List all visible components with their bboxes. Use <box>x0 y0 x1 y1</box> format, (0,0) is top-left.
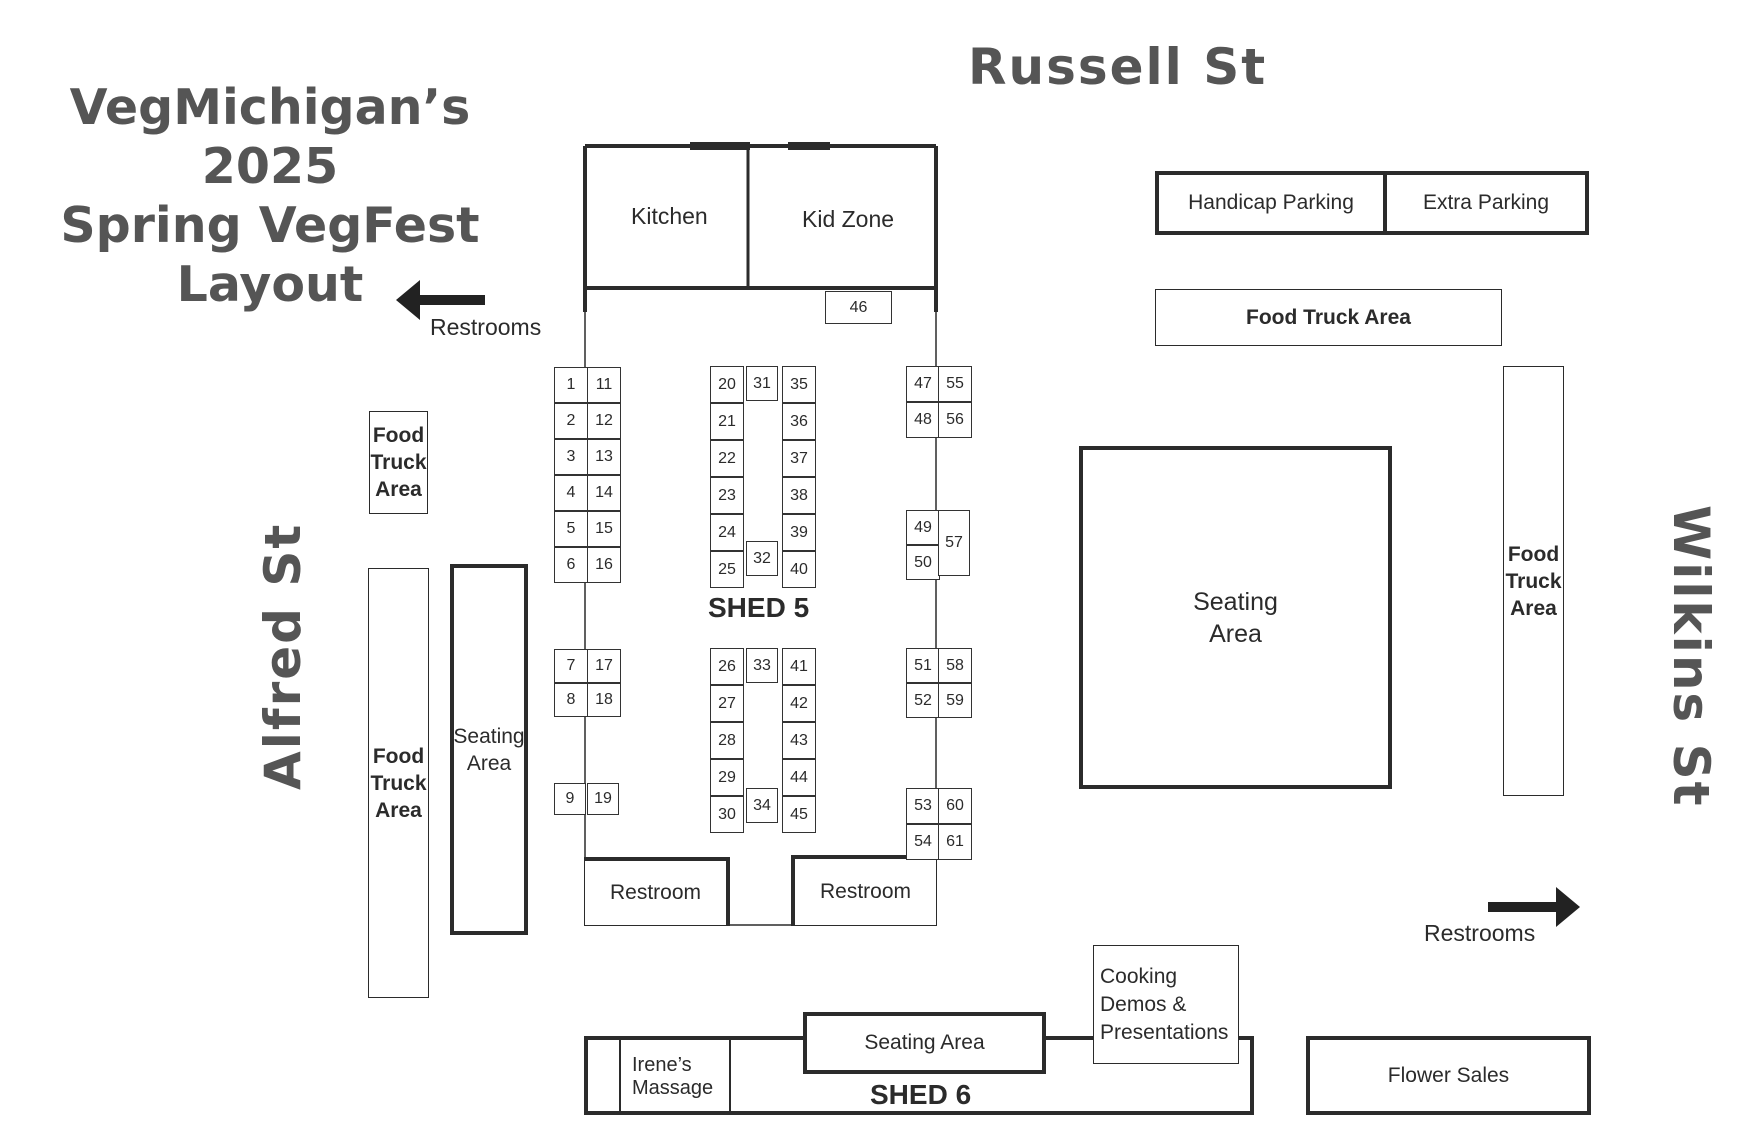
booth-column-51: 51 52 <box>906 648 940 718</box>
booth-21[interactable]: 21 <box>710 403 744 440</box>
booth-4[interactable]: 4 <box>554 475 588 511</box>
booth-28[interactable]: 28 <box>710 722 744 759</box>
food-truck-left-small: Food Truck Area <box>369 411 428 514</box>
booth-40[interactable]: 40 <box>782 551 816 588</box>
booth-53[interactable]: 53 <box>906 788 940 824</box>
map-title: VegMichigan’s 2025 Spring VegFest Layout <box>60 79 480 313</box>
food-truck-left-tall: Food Truck Area <box>368 568 429 998</box>
booth-36[interactable]: 36 <box>782 403 816 440</box>
booth-46[interactable]: 46 <box>825 291 892 324</box>
food-truck-top: Food Truck Area <box>1155 289 1502 346</box>
booth-3[interactable]: 3 <box>554 439 588 475</box>
booth-52[interactable]: 52 <box>906 683 940 718</box>
booth-22[interactable]: 22 <box>710 440 744 477</box>
booth-column-47: 47 48 <box>906 366 940 438</box>
kid-zone-label: Kid Zone <box>802 206 895 232</box>
booth-11[interactable]: 11 <box>587 367 621 403</box>
booth-55[interactable]: 55 <box>938 366 972 402</box>
shed6-divider-massage <box>729 1038 731 1113</box>
booth-59[interactable]: 59 <box>938 683 972 718</box>
booth-18[interactable]: 18 <box>587 683 621 717</box>
booth-39[interactable]: 39 <box>782 514 816 551</box>
booth-47[interactable]: 47 <box>906 366 940 402</box>
booth-27[interactable]: 27 <box>710 685 744 722</box>
booth-23[interactable]: 23 <box>710 477 744 514</box>
booth-column-20: 20 21 22 23 24 25 <box>710 366 744 588</box>
booth-15[interactable]: 15 <box>587 511 621 547</box>
booth-column-17: 17 18 <box>587 649 621 717</box>
booth-column-11: 11 12 13 14 15 16 <box>587 367 621 583</box>
cooking-demos: Cooking Demos & Presentations <box>1093 945 1239 1064</box>
booth-38[interactable]: 38 <box>782 477 816 514</box>
booth-56[interactable]: 56 <box>938 402 972 438</box>
booth-7[interactable]: 7 <box>554 649 588 683</box>
flower-sales: Flower Sales <box>1306 1036 1591 1115</box>
booth-58[interactable]: 58 <box>938 648 972 683</box>
booth-column-58: 58 59 <box>938 648 972 718</box>
booth-19[interactable]: 19 <box>587 783 619 815</box>
booth-5[interactable]: 5 <box>554 511 588 547</box>
booth-34[interactable]: 34 <box>746 788 778 823</box>
booth-29[interactable]: 29 <box>710 759 744 796</box>
shed5-label: SHED 5 <box>708 592 810 623</box>
booth-column-7: 7 8 <box>554 649 588 717</box>
booth-30[interactable]: 30 <box>710 796 744 833</box>
booth-column-49: 49 50 <box>906 510 940 580</box>
booth-26[interactable]: 26 <box>710 648 744 685</box>
booth-column-55: 55 56 <box>938 366 972 438</box>
booth-24[interactable]: 24 <box>710 514 744 551</box>
booth-31[interactable]: 31 <box>746 366 778 401</box>
booth-column-35: 35 36 37 38 39 40 <box>782 366 816 588</box>
booth-1[interactable]: 1 <box>554 367 588 403</box>
booth-43[interactable]: 43 <box>782 722 816 759</box>
booth-49[interactable]: 49 <box>906 510 940 545</box>
booth-17[interactable]: 17 <box>587 649 621 683</box>
booth-33[interactable]: 33 <box>746 648 778 683</box>
seating-left: Seating Area <box>450 564 528 935</box>
booth-12[interactable]: 12 <box>587 403 621 439</box>
kitchen-label: Kitchen <box>631 203 708 229</box>
booth-57[interactable]: 57 <box>938 510 970 576</box>
booth-44[interactable]: 44 <box>782 759 816 796</box>
booth-20[interactable]: 20 <box>710 366 744 403</box>
booth-42[interactable]: 42 <box>782 685 816 722</box>
food-truck-right: Food Truck Area <box>1503 366 1564 796</box>
booth-51[interactable]: 51 <box>906 648 940 683</box>
booth-9[interactable]: 9 <box>554 783 586 815</box>
booth-60[interactable]: 60 <box>938 788 972 824</box>
booth-column-1: 1 2 3 4 5 6 <box>554 367 588 583</box>
booth-6[interactable]: 6 <box>554 547 588 583</box>
booth-41[interactable]: 41 <box>782 648 816 685</box>
booth-14[interactable]: 14 <box>587 475 621 511</box>
booth-column-53: 53 54 <box>906 788 940 860</box>
booth-37[interactable]: 37 <box>782 440 816 477</box>
shed6-divider-left <box>619 1038 621 1113</box>
restrooms-left-label: Restrooms <box>430 314 542 340</box>
shed6-label: SHED 6 <box>870 1079 972 1110</box>
restrooms-right-label: Restrooms <box>1424 920 1536 946</box>
street-russell: Russell St <box>968 38 1268 96</box>
irenes-massage-label: Irene’s Massage <box>632 1054 714 1099</box>
handicap-parking: Handicap Parking <box>1155 171 1387 235</box>
booth-48[interactable]: 48 <box>906 402 940 438</box>
booth-54[interactable]: 54 <box>906 824 940 860</box>
booth-32[interactable]: 32 <box>746 541 778 576</box>
booth-61[interactable]: 61 <box>938 824 972 860</box>
extra-parking: Extra Parking <box>1383 171 1589 235</box>
seating-center: Seating Area <box>1079 446 1392 789</box>
booth-8[interactable]: 8 <box>554 683 588 717</box>
booth-45[interactable]: 45 <box>782 796 816 833</box>
booth-column-60: 60 61 <box>938 788 972 860</box>
booth-16[interactable]: 16 <box>587 547 621 583</box>
restroom-right: Restroom <box>791 855 937 926</box>
booth-2[interactable]: 2 <box>554 403 588 439</box>
restroom-left: Restroom <box>584 857 730 926</box>
booth-25[interactable]: 25 <box>710 551 744 588</box>
booth-35[interactable]: 35 <box>782 366 816 403</box>
booth-column-26: 26 27 28 29 30 <box>710 648 744 833</box>
booth-column-41: 41 42 43 44 45 <box>782 648 816 833</box>
seating-shed6: Seating Area <box>803 1012 1046 1074</box>
booth-13[interactable]: 13 <box>587 439 621 475</box>
booth-50[interactable]: 50 <box>906 545 940 580</box>
